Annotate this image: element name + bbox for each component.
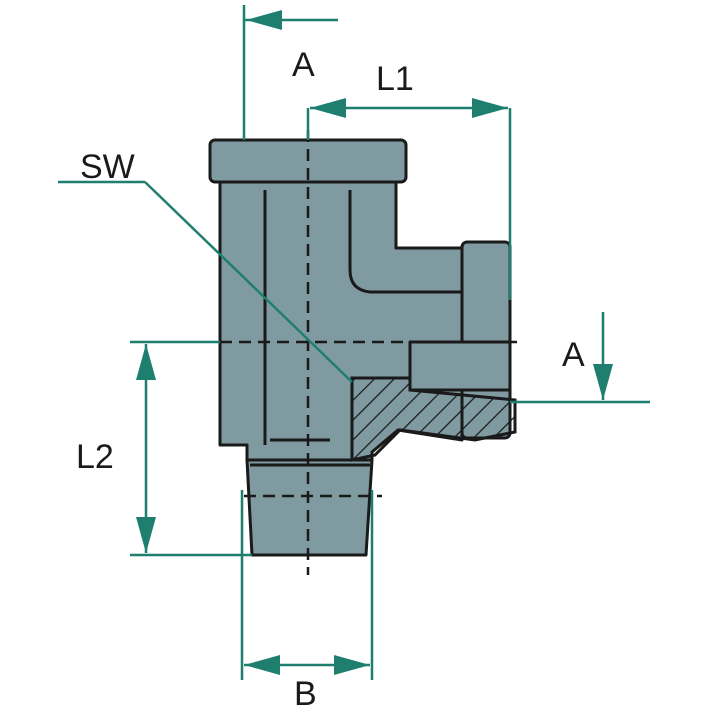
label-l1: L1 [376,60,414,98]
dimensions [58,5,650,680]
label-a-top: A [292,46,315,84]
label-b: B [294,675,317,713]
label-a-right: A [562,336,585,374]
a-top-arrow [246,10,282,30]
label-sw: SW [80,148,135,186]
b-arrow-right [334,655,370,675]
centre-lines [220,130,520,575]
inner-line-right [348,190,462,294]
l2-arrow-top [136,344,156,380]
bottom-spigot [245,458,374,557]
section-outline [350,376,517,462]
fitting-body [208,138,517,557]
l1-arrow-right [472,98,508,118]
l2-arrow-bottom [136,517,156,553]
b-arrow-left [244,655,280,675]
a-right-arrow [593,364,613,400]
l1-arrow-left [310,98,346,118]
labels: A L1 SW A L2 B [76,46,585,713]
side-port [408,340,512,392]
label-l2: L2 [76,438,114,476]
sw-leader-diagonal [144,181,353,383]
